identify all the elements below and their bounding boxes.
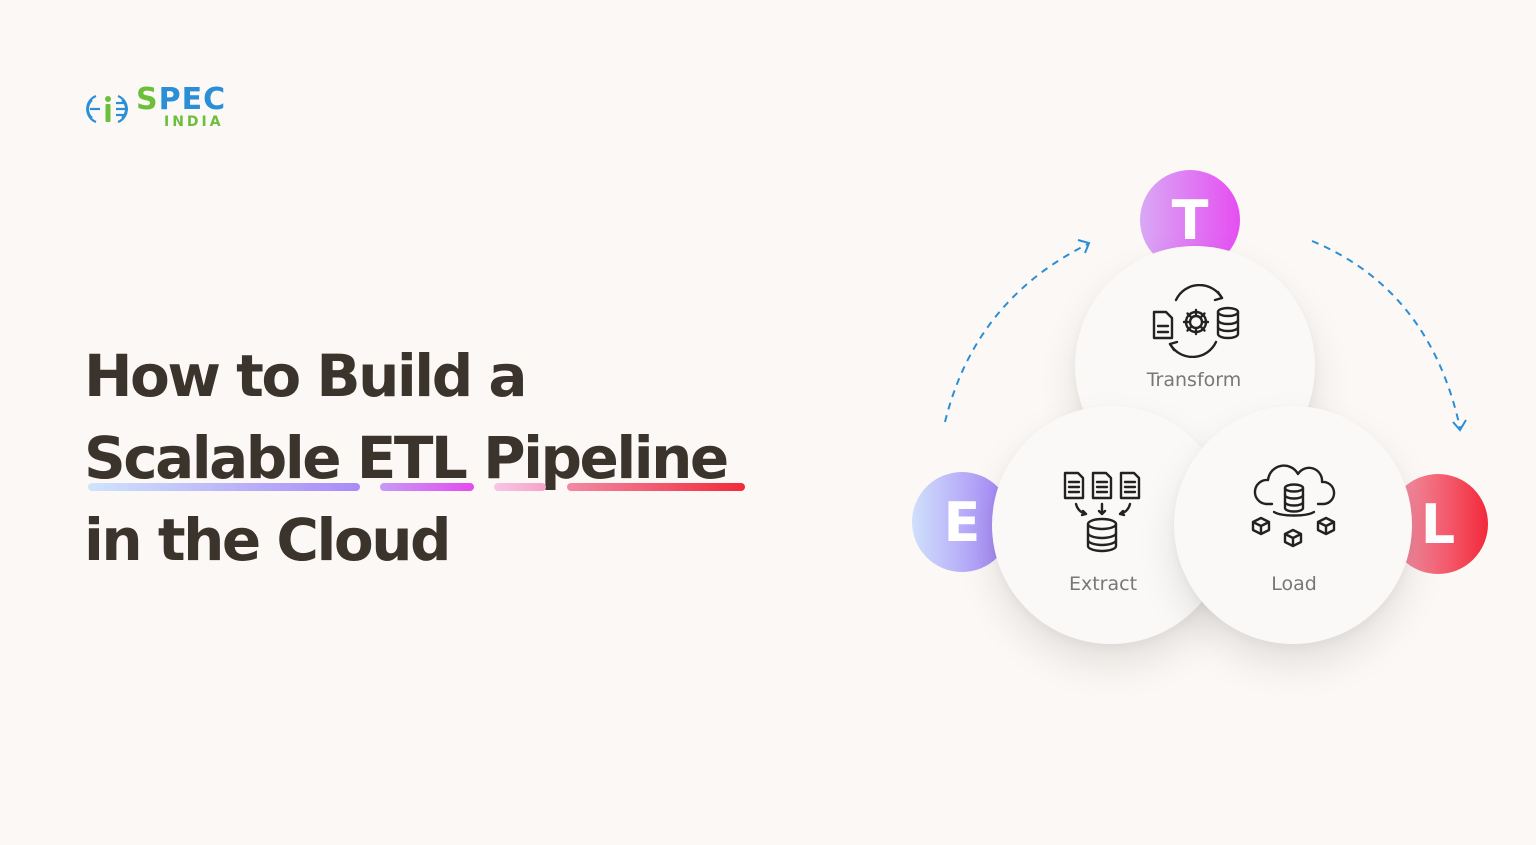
extract-documents-to-database-icon: [1063, 471, 1141, 553]
title-line-2: Scalable ETL Pipeline: [84, 424, 729, 492]
arrow-extract-to-transform: [944, 243, 1089, 423]
underline-etl: [380, 483, 474, 491]
transform-gear-database-icon: [1152, 284, 1240, 358]
logo-spec-text: S: [136, 82, 159, 117]
title-line-1: How to Build a: [84, 342, 528, 410]
logo-india-text: INDIA: [164, 114, 224, 130]
label-load: Load: [1271, 573, 1317, 595]
label-extract: Extract: [1068, 573, 1138, 595]
logo-wordmark: SPEC: [136, 84, 226, 116]
title-line-3: in the Cloud: [84, 506, 452, 574]
spec-india-logo[interactable]: SPEC INDIA: [86, 84, 246, 132]
underline-pipeline-a: [494, 483, 546, 491]
label-transform: Transform: [1146, 369, 1242, 391]
globe-logo-icon: [86, 94, 128, 124]
logo-spec-text-rest: PEC: [158, 82, 227, 117]
page-title: How to Build a Scalable ETL Pipeline in …: [84, 335, 729, 581]
step-load[interactable]: [1174, 406, 1412, 644]
underline-scalable: [88, 483, 360, 491]
load-cloud-database-icon: [1251, 464, 1336, 548]
arrow-transform-to-load: [1311, 240, 1461, 429]
underline-pipeline-b: [567, 483, 745, 491]
